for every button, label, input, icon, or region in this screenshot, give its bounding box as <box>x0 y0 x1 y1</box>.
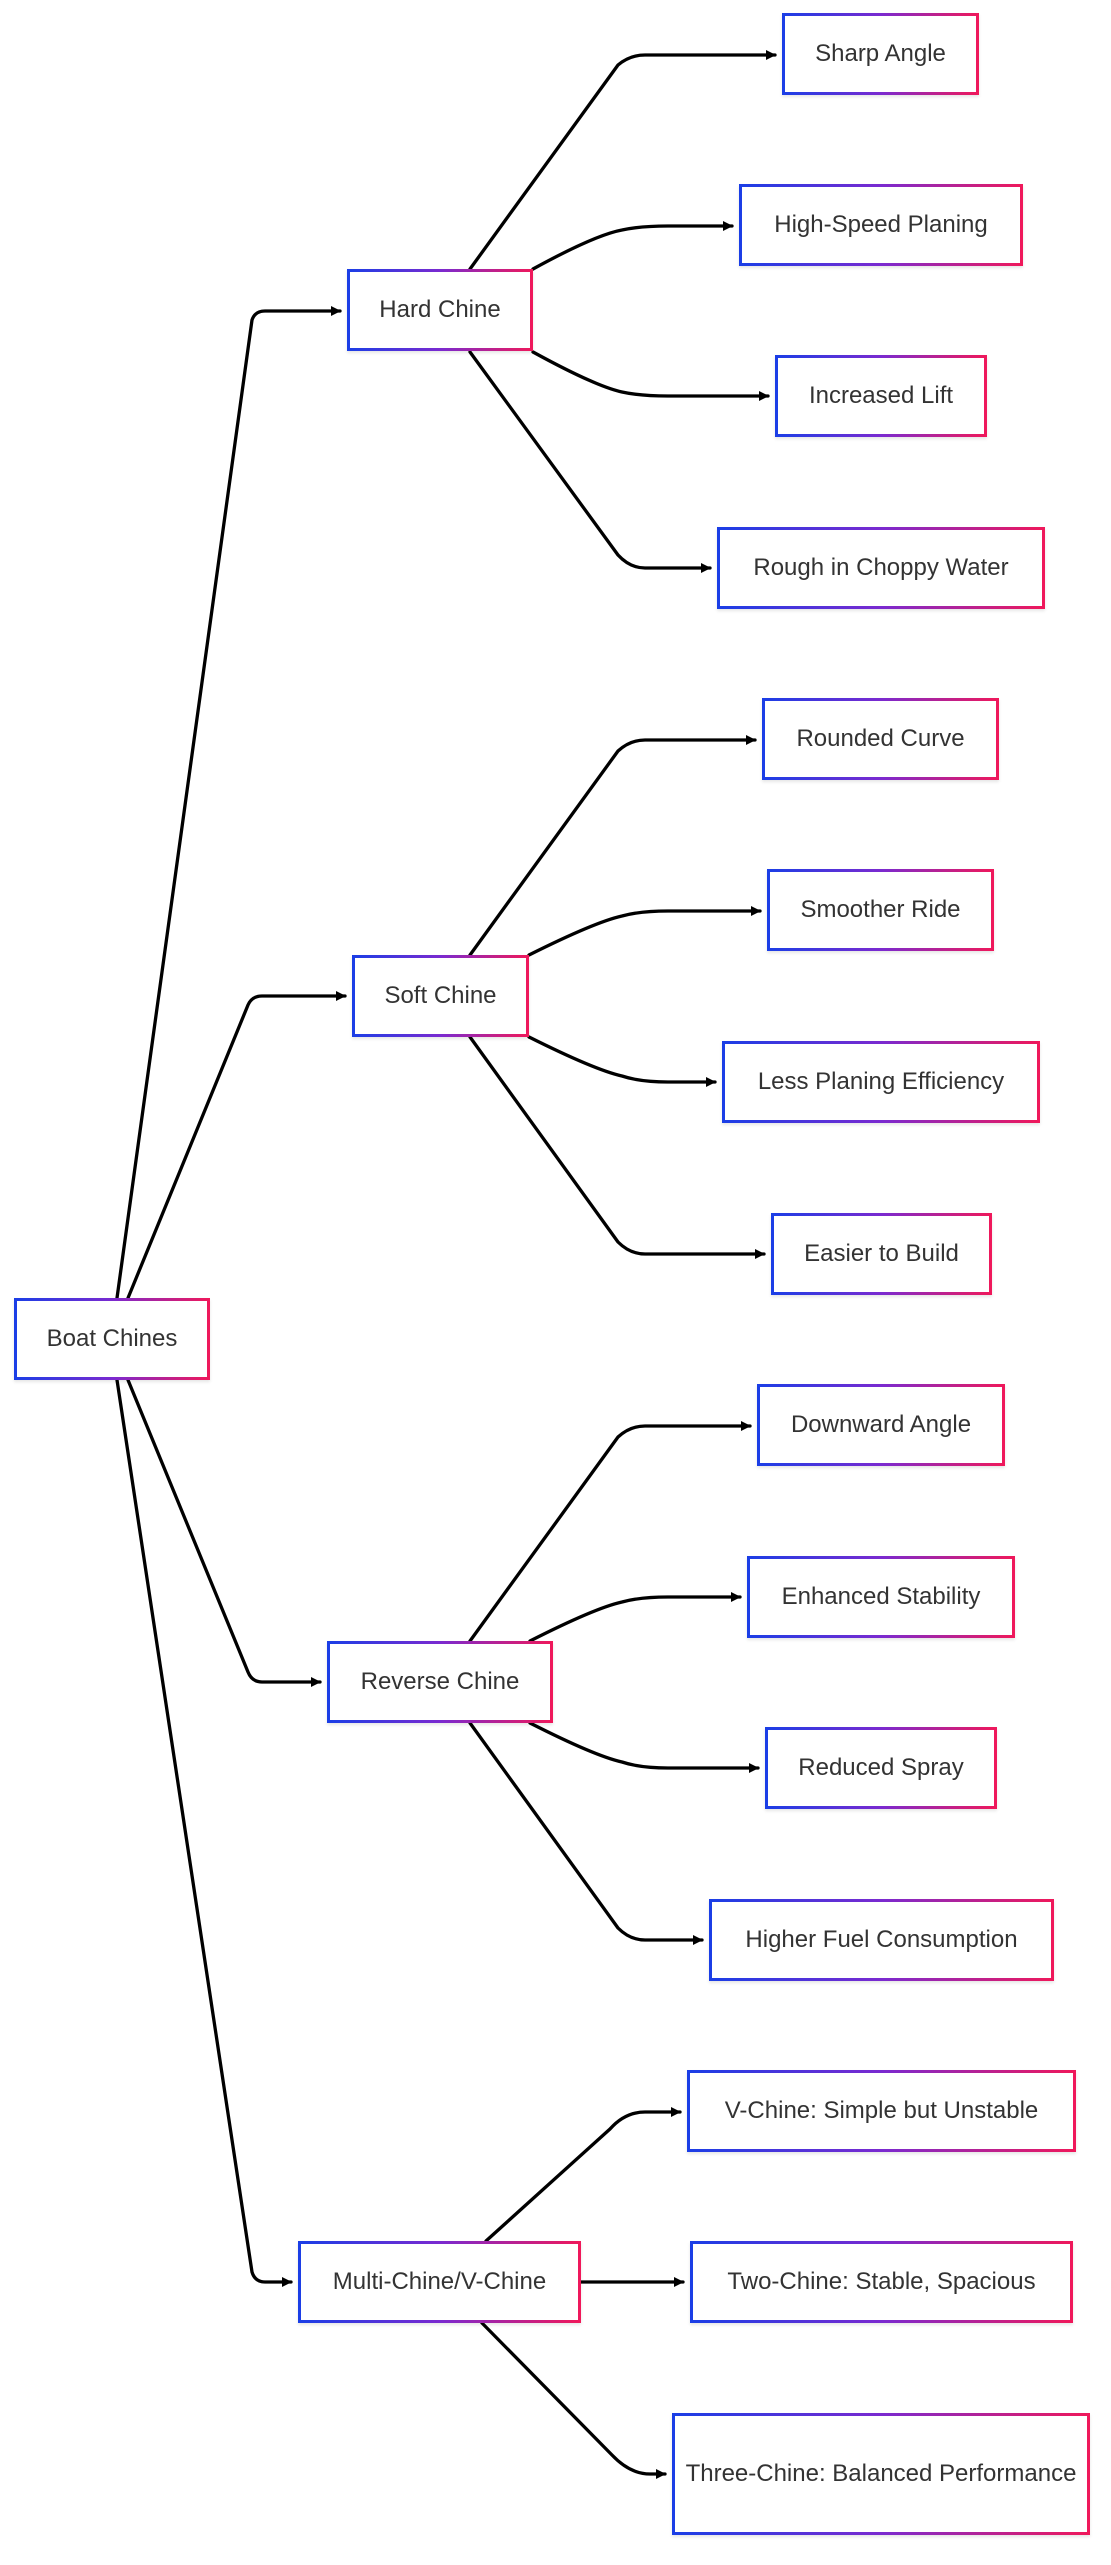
edge-reverse-chine-stability <box>528 1592 742 1643</box>
edge-hard-chine-increased-lift <box>531 350 770 401</box>
leaf-downward-angle[interactable]: Downward Angle <box>757 1384 1005 1466</box>
edge-root-reverse-chine <box>126 1378 322 1687</box>
edge-soft-chine-easier-build <box>468 1035 766 1259</box>
leaf-rough-in-choppy-water[interactable]: Rough in Choppy Water <box>717 527 1045 609</box>
edge-multi-chine-v-chine <box>484 2107 682 2243</box>
edge-multi-chine-three-chine <box>480 2321 667 2479</box>
leaf-high-speed-planing[interactable]: High-Speed Planing <box>739 184 1023 266</box>
node-root[interactable]: Boat Chines <box>14 1298 210 1380</box>
leaf-sharp-angle[interactable]: Sharp Angle <box>782 13 979 95</box>
edge-root-hard-chine <box>115 306 342 1300</box>
leaf-two-chine[interactable]: Two-Chine: Stable, Spacious <box>690 2241 1073 2323</box>
leaf-easier-to-build[interactable]: Easier to Build <box>771 1213 992 1295</box>
edge-hard-chine-high-speed <box>531 221 734 271</box>
edge-soft-chine-rounded-curve <box>468 735 757 957</box>
edge-root-multi-chine <box>115 1378 293 2287</box>
edge-root-soft-chine <box>126 991 347 1300</box>
leaf-three-chine[interactable]: Three-Chine: Balanced Performance <box>672 2413 1090 2535</box>
edge-soft-chine-smoother-ride <box>527 906 762 957</box>
leaf-rounded-curve[interactable]: Rounded Curve <box>762 698 999 780</box>
leaf-reduced-spray[interactable]: Reduced Spray <box>765 1727 997 1809</box>
node-reverse-chine[interactable]: Reverse Chine <box>327 1641 553 1723</box>
leaf-higher-fuel-consumption[interactable]: Higher Fuel Consumption <box>709 1899 1054 1981</box>
edge-hard-chine-sharp-angle <box>468 50 777 271</box>
leaf-enhanced-stability[interactable]: Enhanced Stability <box>747 1556 1015 1638</box>
leaf-smoother-ride[interactable]: Smoother Ride <box>767 869 994 951</box>
leaf-less-planing-efficiency[interactable]: Less Planing Efficiency <box>722 1041 1040 1123</box>
edge-soft-chine-less-planing <box>527 1035 717 1087</box>
edge-hard-chine-rough-water <box>468 350 712 573</box>
leaf-v-chine[interactable]: V-Chine: Simple but Unstable <box>687 2070 1076 2152</box>
leaf-increased-lift[interactable]: Increased Lift <box>775 355 987 437</box>
edge-reverse-chine-downward <box>468 1421 752 1643</box>
node-hard-chine[interactable]: Hard Chine <box>347 269 533 351</box>
node-soft-chine[interactable]: Soft Chine <box>352 955 529 1037</box>
edge-reverse-chine-fuel <box>468 1721 704 1945</box>
edge-reverse-chine-spray <box>528 1721 760 1773</box>
node-multi-chine[interactable]: Multi-Chine/V-Chine <box>298 2241 581 2323</box>
